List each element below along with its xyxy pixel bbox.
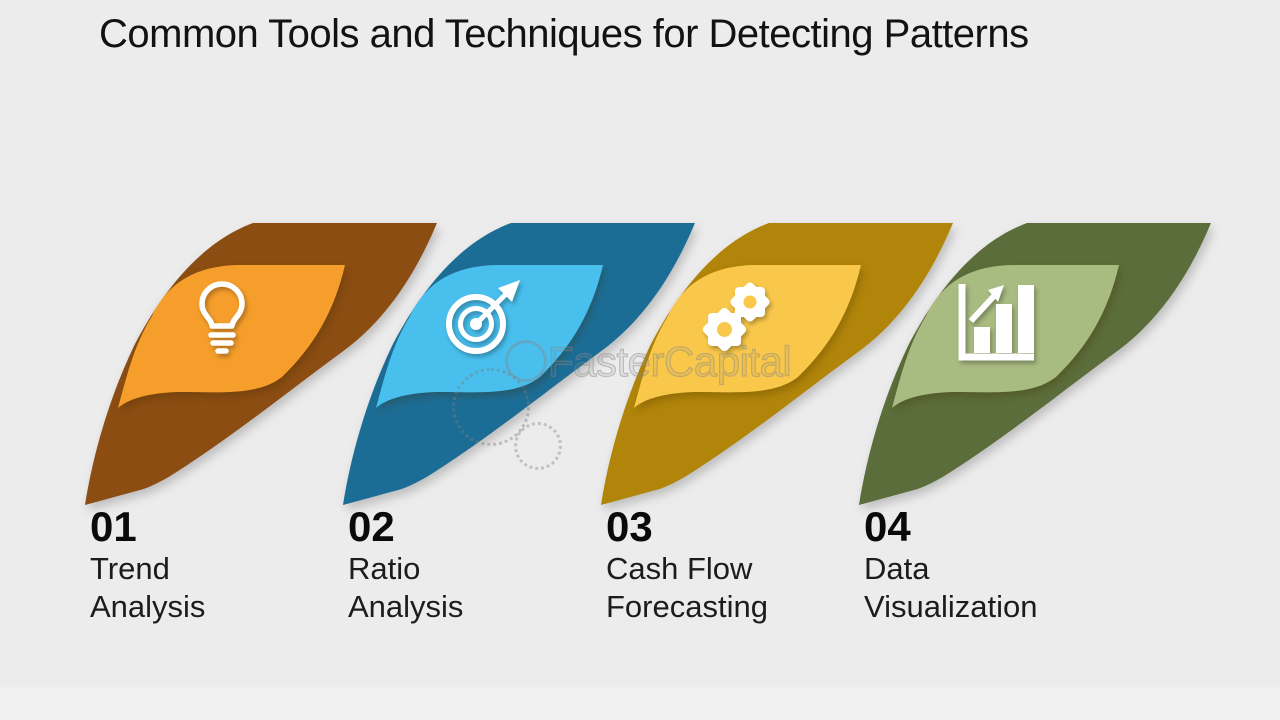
step-name: Data Visualization	[864, 550, 1114, 626]
page-title: Common Tools and Techniques for Detectin…	[99, 12, 1029, 56]
leaf-shape-3	[601, 223, 953, 505]
watermark-gear-dots-small	[514, 422, 562, 470]
gear-hole	[743, 295, 757, 309]
step-label-2: 02 Ratio Analysis	[348, 504, 598, 626]
step-name: Ratio Analysis	[348, 550, 598, 626]
step-name: Cash Flow Forecasting	[606, 550, 856, 626]
leaf-inner-shape	[634, 265, 861, 408]
step-number: 03	[606, 503, 653, 550]
gears-icon	[702, 282, 770, 352]
step-name-line2: Forecasting	[606, 589, 768, 624]
watermark-text: FasterCapital	[547, 337, 792, 385]
target-icon	[446, 280, 520, 354]
step-name-line1: Trend	[90, 551, 170, 586]
step-name-line1: Cash Flow	[606, 551, 753, 586]
step-label-4: 04 Data Visualization	[864, 504, 1114, 626]
step-leaf-3	[594, 220, 954, 505]
watermark-gear-dots	[452, 368, 530, 446]
step-label-1: 01 Trend Analysis	[90, 504, 340, 626]
step-number: 01	[90, 503, 137, 550]
lightbulb-icon	[199, 281, 245, 354]
bar-chart-icon	[958, 284, 1034, 361]
step-name: Trend Analysis	[90, 550, 340, 626]
step-name-line1: Data	[864, 551, 930, 586]
gear-hole	[717, 322, 732, 337]
step-leaf-1	[78, 220, 438, 505]
leaf-inner-shape	[376, 265, 603, 408]
step-label-3: 03 Cash Flow Forecasting	[606, 504, 856, 626]
step-name-line2: Analysis	[90, 589, 206, 624]
step-name-line1: Ratio	[348, 551, 421, 586]
step-name-line2: Visualization	[864, 589, 1038, 624]
step-number: 02	[348, 503, 395, 550]
footer-strip	[0, 687, 1280, 720]
step-name-line2: Analysis	[348, 589, 464, 624]
step-number: 04	[864, 503, 911, 550]
step-leaf-4	[852, 220, 1212, 505]
watermark-logo-ring	[505, 340, 547, 382]
